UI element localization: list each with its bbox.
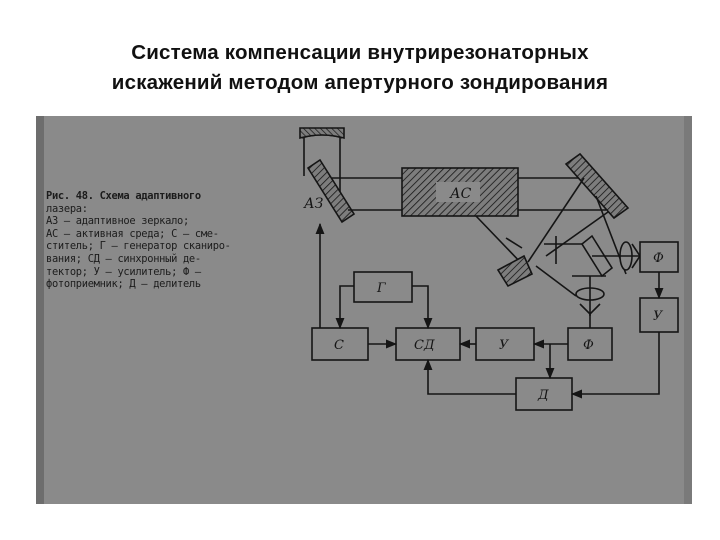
scanned-figure: АЗ АС Г С СД У Ф Д Ф У Рис. 48. Схема ад… bbox=[36, 116, 692, 504]
slide-title: Система компенсации внутрирезонаторных и… bbox=[0, 38, 720, 98]
adaptive-mirror-icon bbox=[306, 158, 356, 224]
photodetector-lower-block bbox=[567, 327, 613, 361]
generator-block bbox=[353, 271, 413, 303]
adaptive-mirror-label: АЗ bbox=[303, 196, 324, 212]
caption-heading: Рис. 48. Схема адаптивного bbox=[46, 190, 201, 202]
caption-line: тектор; У — усилитель; Ф — bbox=[46, 265, 201, 278]
photodetector-right-block bbox=[639, 241, 679, 273]
shifter-label: С bbox=[334, 338, 344, 353]
slide-title-line-2: искажений методом апертурного зондирован… bbox=[111, 71, 609, 94]
caption-line: АС — активная среда; С — сме- bbox=[46, 227, 219, 240]
amplifier-right-label: У bbox=[653, 309, 664, 324]
caption-line: лазера: bbox=[46, 202, 88, 215]
photodetector-lower-label: Ф bbox=[583, 338, 594, 353]
photodetector-right-label: Ф bbox=[653, 251, 664, 266]
folding-mirror-icon bbox=[564, 152, 630, 220]
caption-line: ститель; Г — генератор сканиро- bbox=[46, 240, 231, 253]
scan-mirror-icon bbox=[496, 254, 534, 288]
laser-diagram: АЗ АС Г С СД У Ф Д Ф У bbox=[36, 116, 692, 504]
caption-line: вания; СД — синхронный де- bbox=[46, 252, 201, 265]
generator-label: Г bbox=[376, 281, 386, 296]
caption-line: АЗ — адаптивное зеркало; bbox=[46, 215, 189, 228]
sync-detector-label: СД bbox=[414, 338, 435, 353]
amplifier-label: У bbox=[499, 338, 510, 353]
divider-label: Д bbox=[537, 388, 549, 403]
caption-line: фотоприемник; Д — делитель bbox=[46, 278, 201, 291]
figure-caption: Рис. 48. Схема адаптивного лазера: АЗ — … bbox=[46, 190, 296, 291]
active-medium-label: АС bbox=[449, 186, 472, 202]
slide-title-line-1: Система компенсации внутрирезонаторных bbox=[131, 41, 589, 64]
